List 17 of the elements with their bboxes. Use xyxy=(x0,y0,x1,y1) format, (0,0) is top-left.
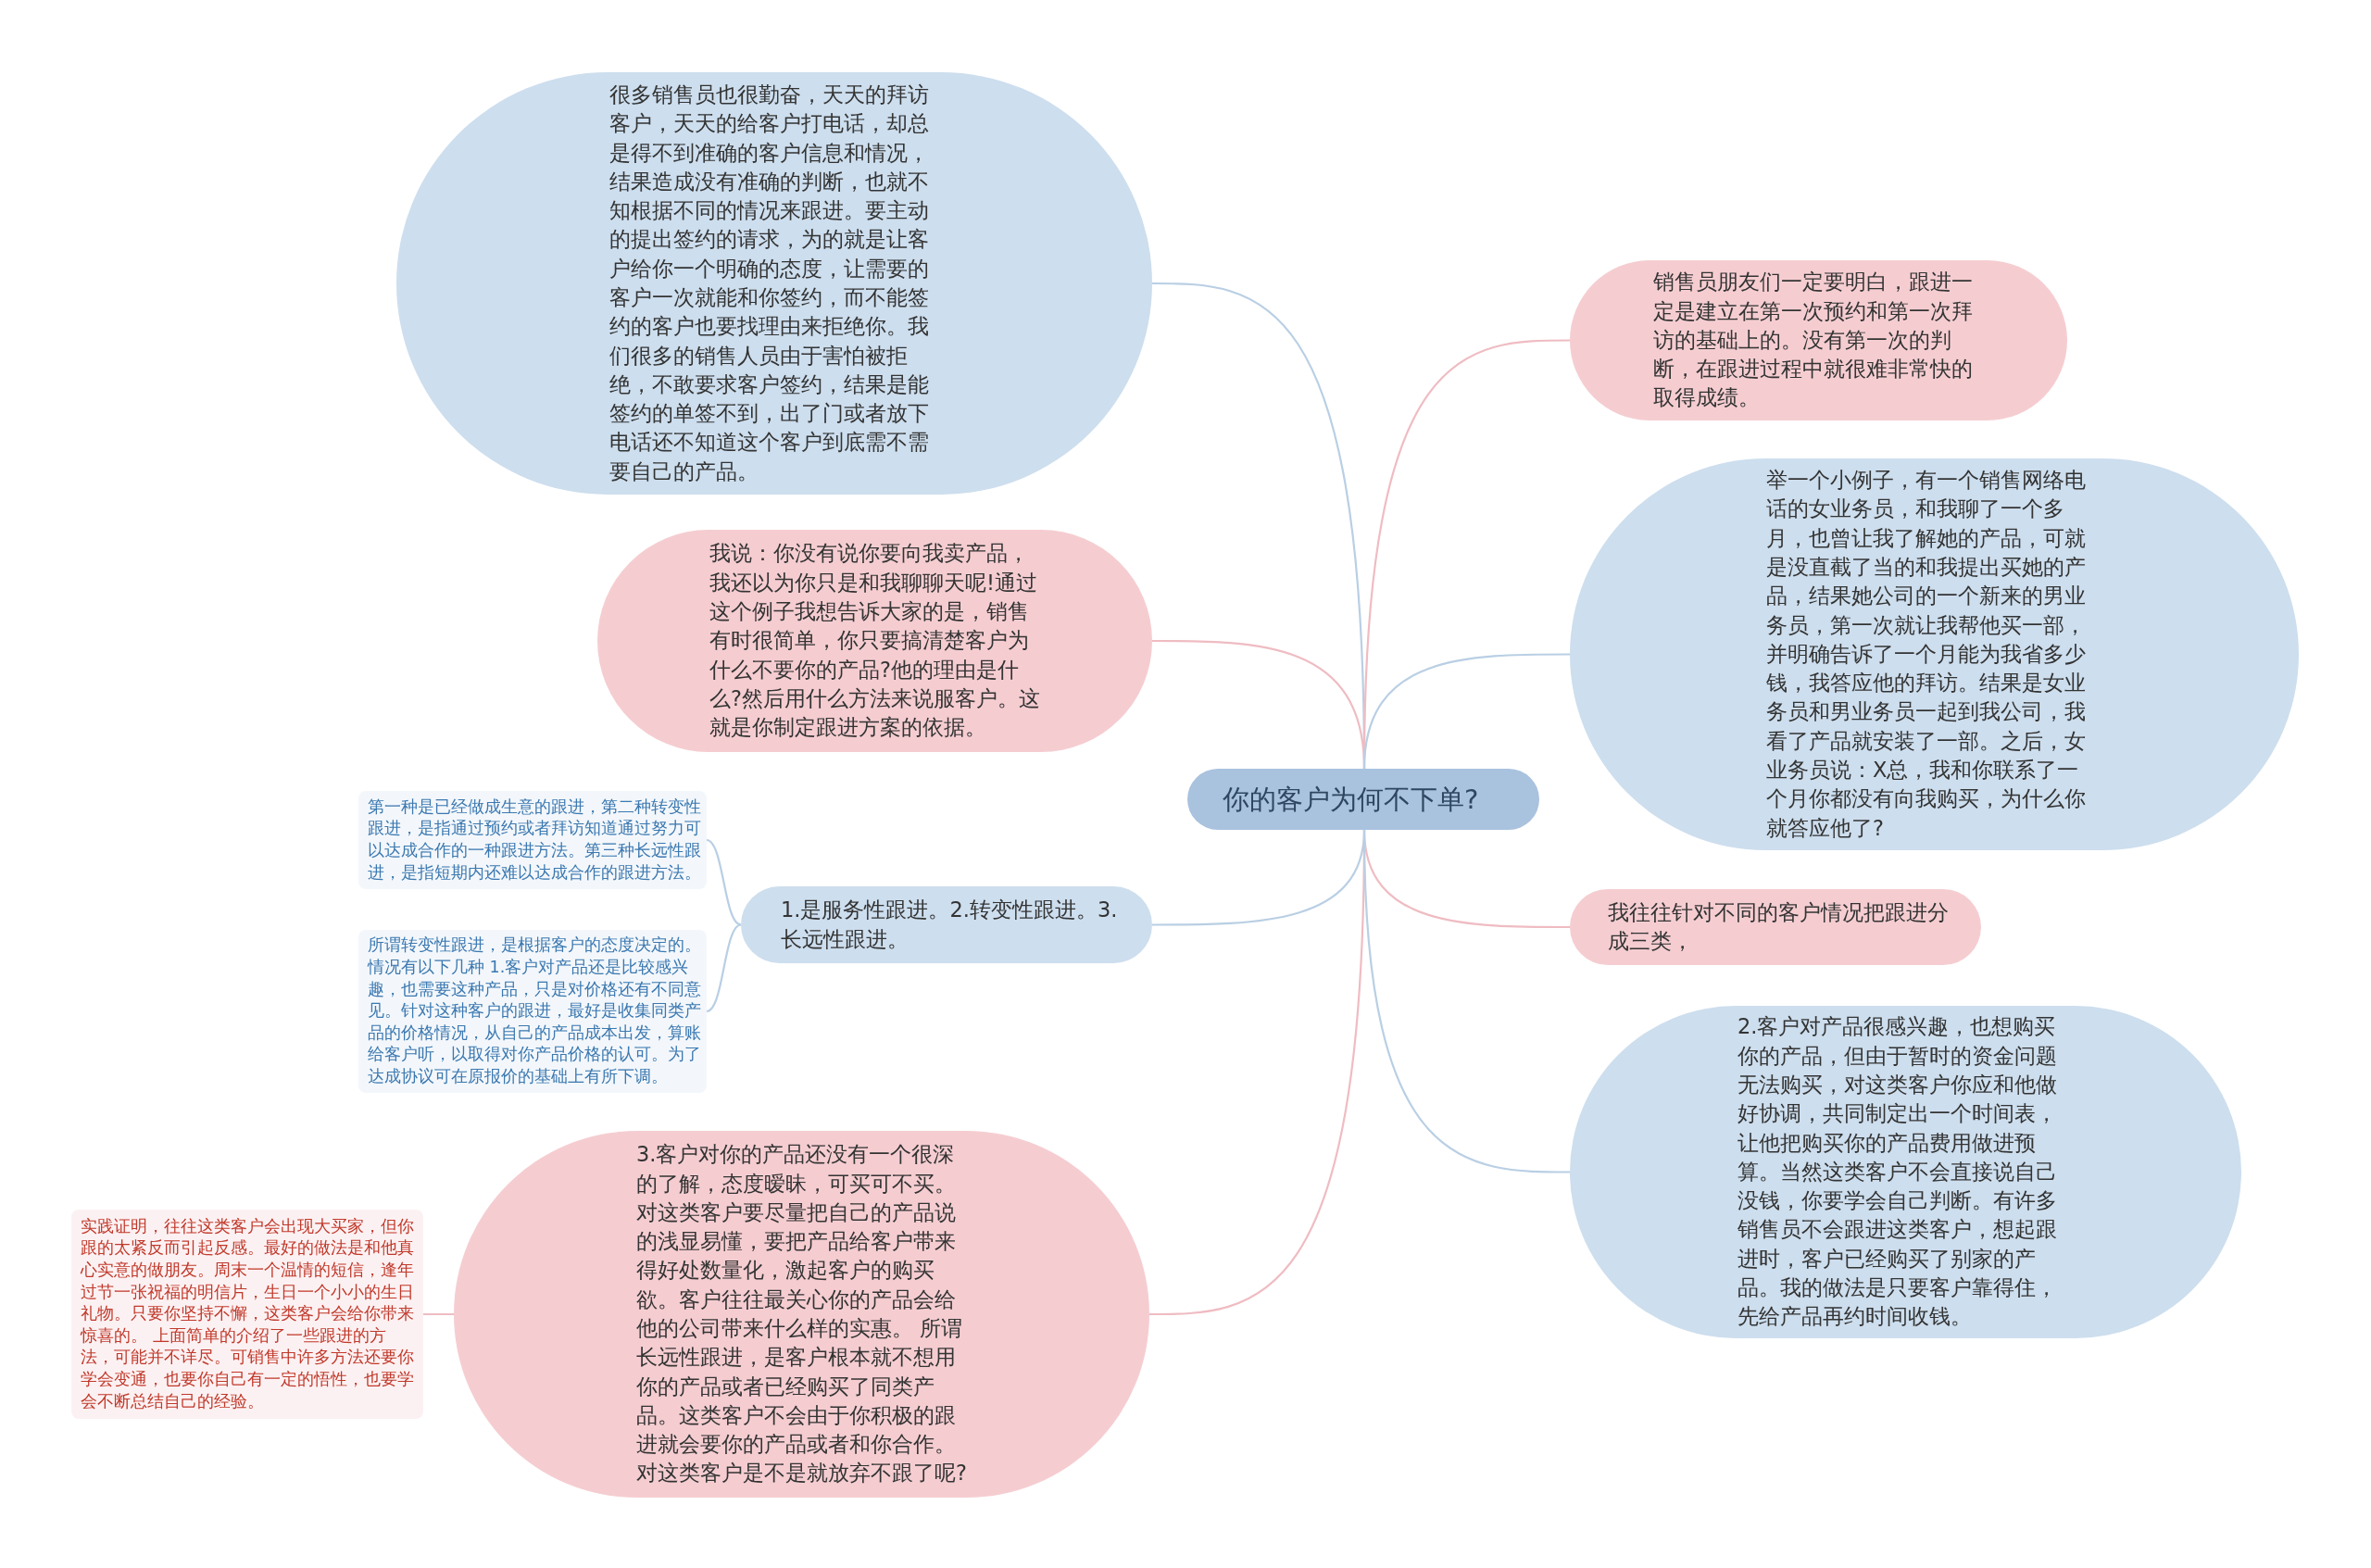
connector-line xyxy=(706,839,742,926)
bubble-text: 所谓转变性跟进，是根据客户的态度决定的。情况有以下几种 1.客户对产品还是比较感兴趣，也需要这种产品，只是对价格还有不同意见。针对这种客户的跟进，最好是收集同类产品的价格情况，从自己的产品成本出发，算账给客户听，以取得对你产品价格的认可。为了达成协议可在原报价的基础上有所下调。 xyxy=(368,935,702,1087)
bubble-text: 销售员朋友们一定要明白，跟进一定是建立在第一次预约和第一次拜访的基础上的。没有第一次的判断，在跟进过程中就很难非常快的取得成绩。 xyxy=(1653,269,1974,412)
bubble-text: 1.是服务性跟进。2.转变性跟进。3.长远性跟进。 xyxy=(781,897,1119,953)
bubble-text: 3.客户对你的产品还没有一个很深的了解，态度暧昧，可买可不买。对这类客户要尽量把自己的产品说的浅显易懂，要把产品给客户带来得好处数量化，激起客户的购买欲。客户往往最关心你的产品会给他的公司带来什么样的实惠。 所谓长远性跟进，是客户根本就不想用你的产品或者已经购买了同类产品。这类客户不会由于你积极的跟进就会要你的产品或者和你合作。对这类客户是不是就放弃不跟了呢? xyxy=(636,1141,968,1487)
connector-line xyxy=(706,923,742,1012)
connector-line xyxy=(1362,829,1570,1173)
bubble-text: 实践证明，往往这类客户会出现大买家，但你跟的太紧反而引起反感。最好的做法是和他真心实意的做朋友。周末一个温情的短信，逢年过节一张祝福的明信片，生日一个小小的生日礼物。只要你坚持不懈，这类客户会给你带来惊喜的。 上面简单的介绍了一些跟进的方法，可能并不详尽。可销售中许多方法还要你学会变通，也要你自己有一定的悟性，也要学会不断总结自己的经验。 xyxy=(81,1215,415,1412)
bubble-text: 我往往针对不同的客户情况把跟进分成三类， xyxy=(1608,898,1950,955)
bubble-text: 举一个小例子，有一个销售网络电话的女业务员，和我聊了一个多月，也曾让我了解她的产品，可就是没直截了当的和我提出买她的产品，结果她公司的一个新来的男业务员，第一次就让我帮他买一部，并明确告诉了一个月能为我省多少钱，我答应他的拜访。结果是女业务员和男业务员一起到我公司，我看了产品就安装了一部。之后，女业务员说：X总，我和你联系了一个月你都没有向我购买，为什么你就答应他了? xyxy=(1766,467,2087,842)
bubble-text: 我说：你没有说你要向我卖产品，我还以为你只是和我聊聊天呢!通过这个例子我想告诉大家的是，销售有时很简单，你只要搞清楚客户为什么不要你的产品?他的理由是什么?然后用什么方法来说服客户。这就是你制定跟进方案的依据。 xyxy=(709,540,1041,742)
bubble-text: 第一种是已经做成生意的跟进，第二种转变性跟进，是指通过预约或者拜访知道通过努力可以达成合作的一种跟进方法。第三种长远性跟进，是指短期内还难以达成合作的跟进方法。 xyxy=(368,796,702,884)
connector-line xyxy=(423,1312,454,1316)
topic-title: 你的客户为何不下单? xyxy=(1223,783,1480,817)
bubble-text: 很多销售员也很勤奋，天天的拜访客户，天天的给客户打电话，却总是得不到准确的客户信息和情况，结果造成没有准确的判断，也就不知根据不同的情况来跟进。要主动的提出签约的请求，为的就是让客户给你一个明确的态度，让需要的客户一次就能和你签约，而不能签约的客户也要找理由来拒绝你。我们很多的销售人员由于害怕被拒绝，不敢要求客户签约，结果是能签约的单签不到，出了门或者放下电话还不知道这个客户到底需不需要自己的产品。 xyxy=(609,81,930,485)
connector-line xyxy=(1362,653,1570,770)
bubble-text: 2.客户对产品很感兴趣，也想购买你的产品，但由于暂时的资金问题无法购买，对这类客户你应和他做好协调，共同制定出一个时间表，让他把购买你的产品费用做进预算。当然这类客户不会直接说自己没钱，你要学会自己判断。有许多销售员不会跟进这类客户，想起跟进时，客户已经购买了别家的产品。我的做法是只要客户靠得住，先给产品再约时间收钱。 xyxy=(1737,1013,2058,1331)
